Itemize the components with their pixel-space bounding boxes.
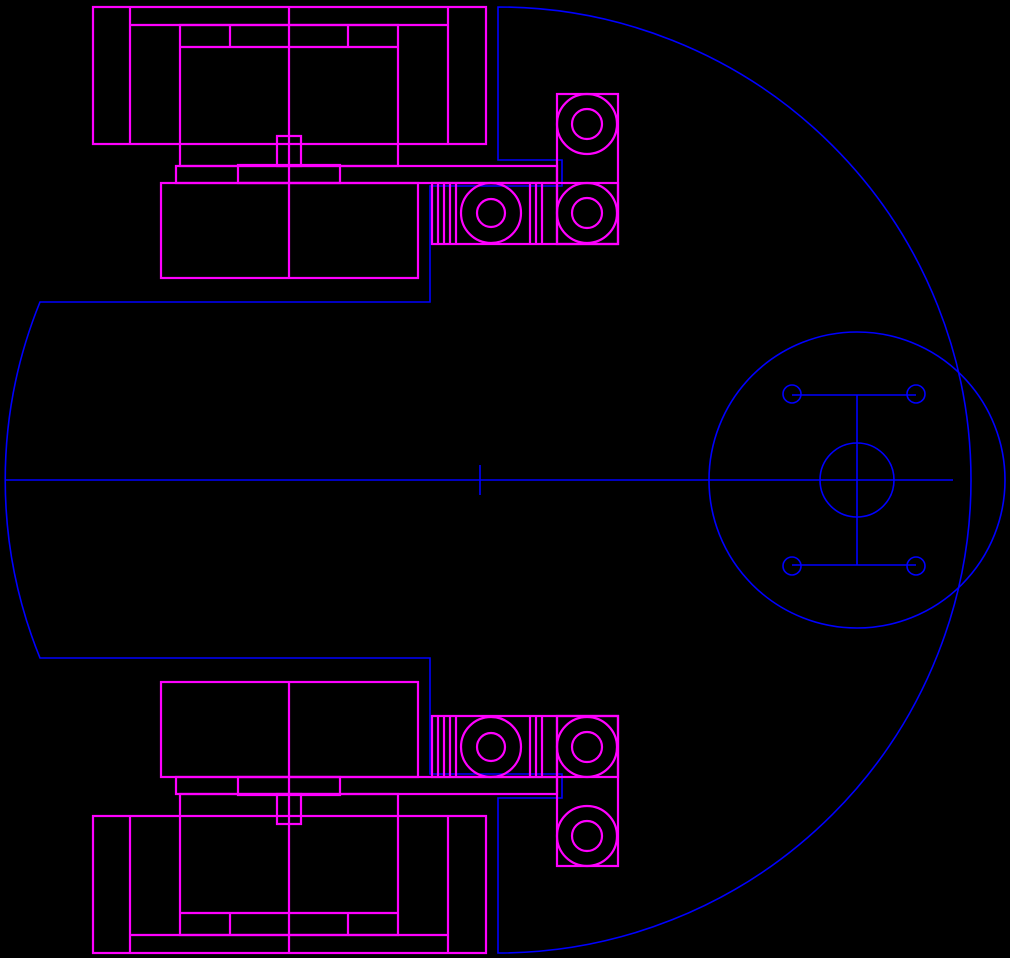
- caster-wheel-assembly: [708, 331, 1006, 629]
- motor-body: [159, 181, 420, 280]
- pulley-hub-icon: [475, 197, 507, 229]
- caster-outer-circle: [708, 331, 1006, 629]
- pulley-icon: [555, 181, 619, 245]
- mounting-hole-icon: [906, 384, 926, 404]
- pulley-block: [555, 92, 620, 246]
- mounting-hole-icon: [782, 384, 802, 404]
- drive-unit-bottom: [91, 680, 620, 955]
- mounting-hole-icon: [782, 556, 802, 576]
- pulley-hub-icon: [570, 107, 604, 141]
- pulley-icon: [459, 181, 523, 245]
- pulley-icon: [555, 92, 619, 156]
- drive-unit-top: [91, 5, 620, 280]
- mounting-hole-icon: [906, 556, 926, 576]
- mount-plate: [174, 164, 559, 185]
- chassis-outline: [4, 6, 972, 954]
- encoder-bracket: [430, 181, 620, 246]
- pulley-hub-icon: [570, 196, 604, 230]
